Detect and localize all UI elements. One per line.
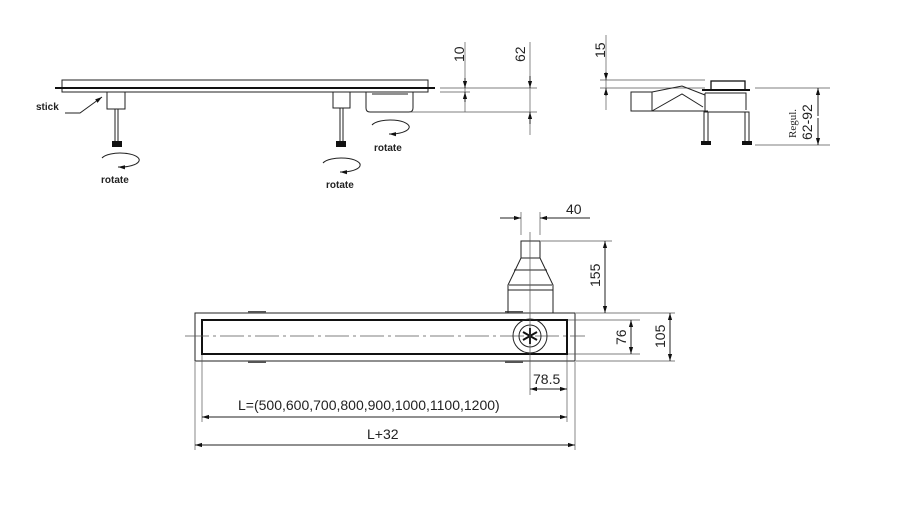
dim-10: 10 [451, 46, 467, 62]
leg-2 [332, 91, 351, 147]
channel-body [61, 79, 429, 93]
dim-15: 15 [592, 42, 608, 58]
drain-pot [365, 91, 414, 113]
leg-1 [106, 91, 126, 147]
dim-total-length: L+32 [367, 426, 399, 442]
dim-76: 76 [613, 329, 629, 345]
rotate-icon [322, 157, 361, 175]
stick-leader [65, 96, 103, 114]
rotate-icon [101, 152, 140, 170]
dim-length: L=(500,600,700,800,900,1000,1100,1200) [238, 397, 500, 413]
dim-62: 62 [512, 46, 528, 62]
outlet-pipe [507, 232, 554, 395]
dim-155: 155 [587, 263, 603, 287]
dim-62-92: 62-92 [799, 104, 815, 140]
plan-view: 40 155 76 105 78.5 L=(500,600,700,800,90… [185, 201, 675, 450]
dim-40: 40 [566, 201, 582, 217]
stick-label: stick [36, 102, 59, 113]
dim-78-5: 78.5 [533, 371, 560, 387]
regul-label: Regul. [787, 109, 799, 138]
rotate-label-2: rotate [326, 180, 354, 191]
rotate-label-3: rotate [374, 143, 402, 154]
rotate-label-1: rotate [101, 175, 129, 186]
rotate-icon [371, 119, 410, 137]
end-view: 15 Regul. 62-92 [592, 35, 830, 146]
dim-105: 105 [652, 324, 668, 348]
side-view: stick rotate rotate rotate 10 62 [36, 42, 537, 191]
